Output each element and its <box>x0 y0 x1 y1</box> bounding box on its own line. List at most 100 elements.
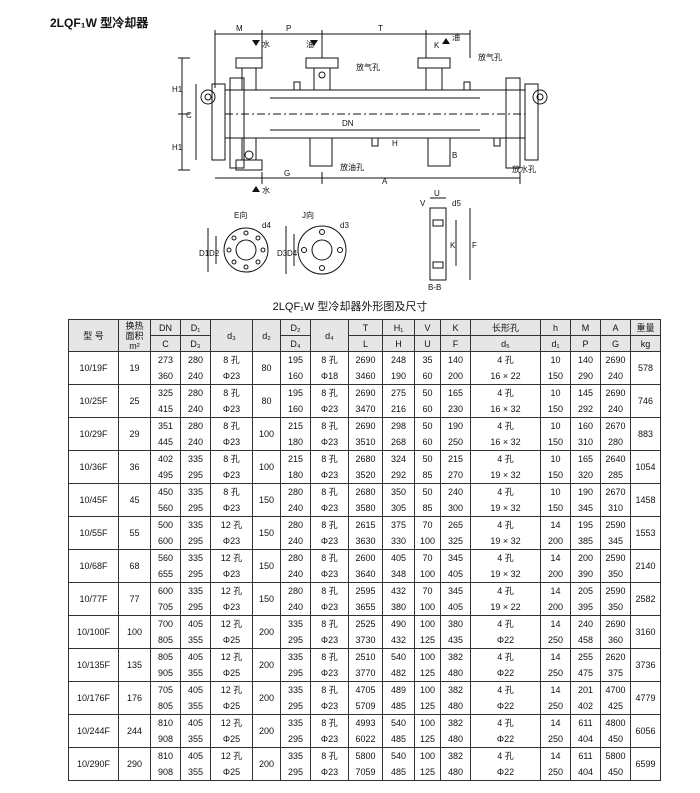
cell-C: 905 <box>150 665 181 682</box>
cell-model: 10/29F <box>68 417 119 451</box>
cell-d4: 8 孔 <box>310 549 349 566</box>
cell-slot: 4 孔 <box>470 681 541 698</box>
cell-dn: 560 <box>150 549 181 566</box>
cell-V: 100 <box>414 747 441 764</box>
cell-P: 320 <box>570 467 601 484</box>
col-slot: 长形孔 <box>470 319 541 336</box>
cell-d4b: Φ23 <box>310 533 349 550</box>
cell-F: 480 <box>440 764 471 781</box>
cell-d1: 335 <box>180 450 211 467</box>
cell-U: 125 <box>414 731 441 748</box>
cell-d1: 335 <box>180 516 211 533</box>
cell-T: 2680 <box>348 483 383 500</box>
cell-H1: 540 <box>382 648 415 665</box>
cell-dn: 700 <box>150 615 181 632</box>
cell-slot: 4 孔 <box>470 747 541 764</box>
cell-P: 475 <box>570 665 601 682</box>
cell-d1b: 150 <box>540 467 571 484</box>
cell-d4: 8 孔 <box>310 384 349 401</box>
cell-area: 176 <box>118 681 151 715</box>
cell-d1b: 250 <box>540 698 571 715</box>
cell-F: 480 <box>440 698 471 715</box>
cell-d2: 200 <box>252 615 281 649</box>
cell-D2: 280 <box>280 483 311 500</box>
col-v: V <box>414 319 441 336</box>
cell-d4b: Φ23 <box>310 599 349 616</box>
cell-d1b: 250 <box>540 764 571 781</box>
cell-d1: 405 <box>180 714 211 731</box>
dim-k: K <box>434 41 440 50</box>
water-out-arrow <box>252 186 260 192</box>
cell-d3: 12 孔 <box>210 516 253 533</box>
dim-v: V <box>420 199 426 208</box>
dim-c: C <box>186 111 192 120</box>
cell-K: 345 <box>440 549 471 566</box>
cell-L: 6022 <box>348 731 383 748</box>
cell-area: 25 <box>118 384 151 418</box>
cell-L: 3520 <box>348 467 383 484</box>
e-view-label: E向 <box>234 210 247 220</box>
cell-D3: 355 <box>180 665 211 682</box>
cell-M: 145 <box>570 384 601 401</box>
cell-d2: 150 <box>252 582 281 616</box>
cell-d3: 12 孔 <box>210 714 253 731</box>
cell-P: 292 <box>570 401 601 418</box>
cell-d4: 8 孔 <box>310 714 349 731</box>
cell-H1: 540 <box>382 747 415 764</box>
cell-C: 600 <box>150 533 181 550</box>
cell-P: 404 <box>570 764 601 781</box>
cell-H: 216 <box>382 401 415 418</box>
cell-d2: 150 <box>252 483 281 517</box>
cell-d3: 8 孔 <box>210 483 253 500</box>
cell-d3b: Φ23 <box>210 500 253 517</box>
cell-weight: 883 <box>630 417 661 451</box>
cell-U: 125 <box>414 698 441 715</box>
dim-h: H <box>392 139 398 148</box>
cell-d1b: 250 <box>540 731 571 748</box>
cell-weight: 2140 <box>630 549 661 583</box>
bb-section <box>429 207 447 281</box>
col-d1-upper: D₁ <box>180 319 211 336</box>
cell-F: 200 <box>440 368 471 385</box>
cell-d3: 8 孔 <box>210 417 253 434</box>
cell-G: 345 <box>600 533 631 550</box>
col-g: G <box>600 335 631 352</box>
cell-D2: 215 <box>280 417 311 434</box>
cell-slot: 4 孔 <box>470 648 541 665</box>
cell-dn: 351 <box>150 417 181 434</box>
cell-D4: 160 <box>280 401 311 418</box>
cell-V: 100 <box>414 615 441 632</box>
col-weight: 重量 <box>630 319 661 336</box>
cell-d1: 405 <box>180 681 211 698</box>
cell-d4: 8 孔 <box>310 648 349 665</box>
cell-F: 480 <box>440 665 471 682</box>
e-view-flange <box>223 227 269 273</box>
cell-d3: 8 孔 <box>210 450 253 467</box>
col-p: P <box>570 335 601 352</box>
cell-T: 2690 <box>348 351 383 368</box>
cell-model: 10/290F <box>68 747 119 781</box>
cell-dn: 805 <box>150 648 181 665</box>
col-kg: kg <box>630 335 661 352</box>
cell-F: 230 <box>440 401 471 418</box>
dim-k-section: K <box>450 241 456 250</box>
cell-H1: 324 <box>382 450 415 467</box>
cell-d1b: 150 <box>540 401 571 418</box>
cell-d4: 8 孔 <box>310 582 349 599</box>
right-channel-cover <box>505 77 521 169</box>
cell-V: 100 <box>414 714 441 731</box>
cell-U: 125 <box>414 764 441 781</box>
cell-D4: 295 <box>280 665 311 682</box>
cell-D3: 240 <box>180 401 211 418</box>
cell-d1: 405 <box>180 648 211 665</box>
cell-D3: 355 <box>180 698 211 715</box>
cell-d1b: 150 <box>540 368 571 385</box>
col-f: F <box>440 335 471 352</box>
j-view-label: J向 <box>302 210 314 220</box>
cell-U: 60 <box>414 434 441 451</box>
